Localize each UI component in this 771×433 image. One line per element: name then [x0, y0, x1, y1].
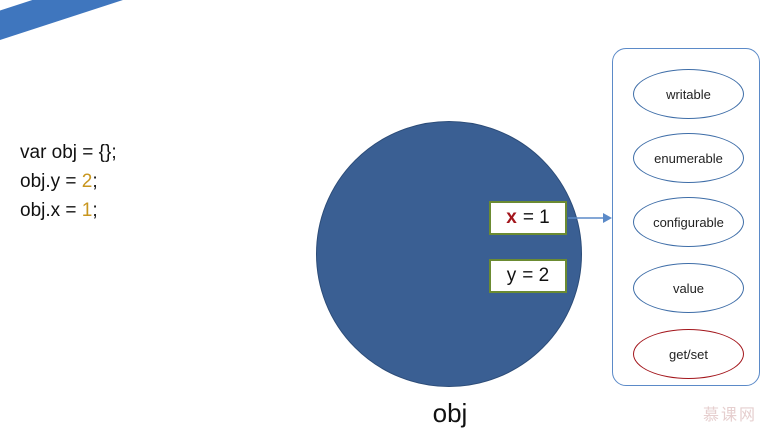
property-value: = 2 — [522, 265, 550, 286]
property-key: y — [506, 265, 517, 286]
code-number: 2 — [81, 171, 93, 192]
title-banner — [0, 0, 311, 57]
attribute-get-set: get/set — [633, 329, 744, 379]
arrow-icon — [568, 213, 612, 223]
attribute-panel: writable enumerable configurable value g… — [612, 48, 760, 386]
code-snippet: var obj = {}; obj.y = 2; obj.x = 1; — [20, 138, 117, 225]
property-value: = 1 — [522, 207, 550, 228]
attribute-value: value — [633, 263, 744, 313]
code-text: ; — [92, 171, 98, 192]
object-circle — [316, 121, 582, 387]
property-key: x — [506, 207, 517, 228]
code-text: obj.y = — [20, 171, 82, 192]
attribute-configurable: configurable — [633, 197, 744, 247]
property-x-box: x = 1 — [489, 201, 567, 235]
code-text: obj.x = — [20, 200, 82, 221]
property-y-box: y = 2 — [489, 259, 567, 293]
attribute-writable: writable — [633, 69, 744, 119]
code-line-3: obj.x = 1; — [20, 196, 117, 225]
code-line-2: obj.y = 2; — [20, 167, 117, 196]
code-number: 1 — [81, 200, 93, 221]
watermark-logo: 慕课网 — [702, 407, 757, 424]
object-label: obj — [432, 398, 468, 428]
code-text: ; — [92, 200, 98, 221]
code-line-1: var obj = {}; — [20, 142, 117, 163]
attribute-enumerable: enumerable — [633, 133, 744, 183]
